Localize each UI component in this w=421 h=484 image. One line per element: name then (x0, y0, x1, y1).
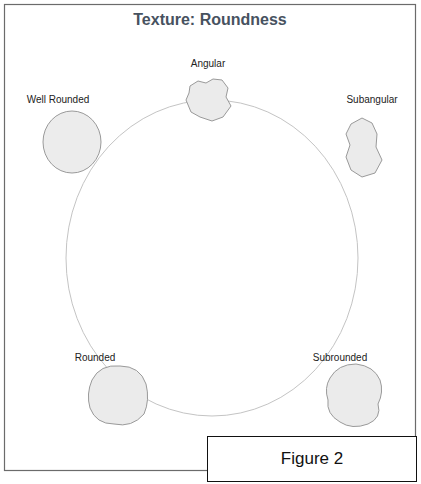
well-rounded-grain (43, 111, 101, 173)
subangular-grain (346, 118, 382, 177)
grain-label: Angular (191, 58, 225, 69)
subrounded-grain (326, 364, 381, 427)
figure-frame (5, 5, 416, 471)
figure-title: Texture: Roundness (133, 11, 287, 29)
grain-label: Subangular (346, 94, 397, 105)
figure-label-box: Figure 2 (207, 436, 417, 482)
grain-label: Rounded (75, 352, 116, 363)
grain-label: Subrounded (313, 352, 368, 363)
angular-grain (186, 79, 231, 121)
grain-label: Well Rounded (27, 94, 90, 105)
figure-number: Figure 2 (281, 449, 343, 469)
rounded-grain (88, 366, 147, 425)
